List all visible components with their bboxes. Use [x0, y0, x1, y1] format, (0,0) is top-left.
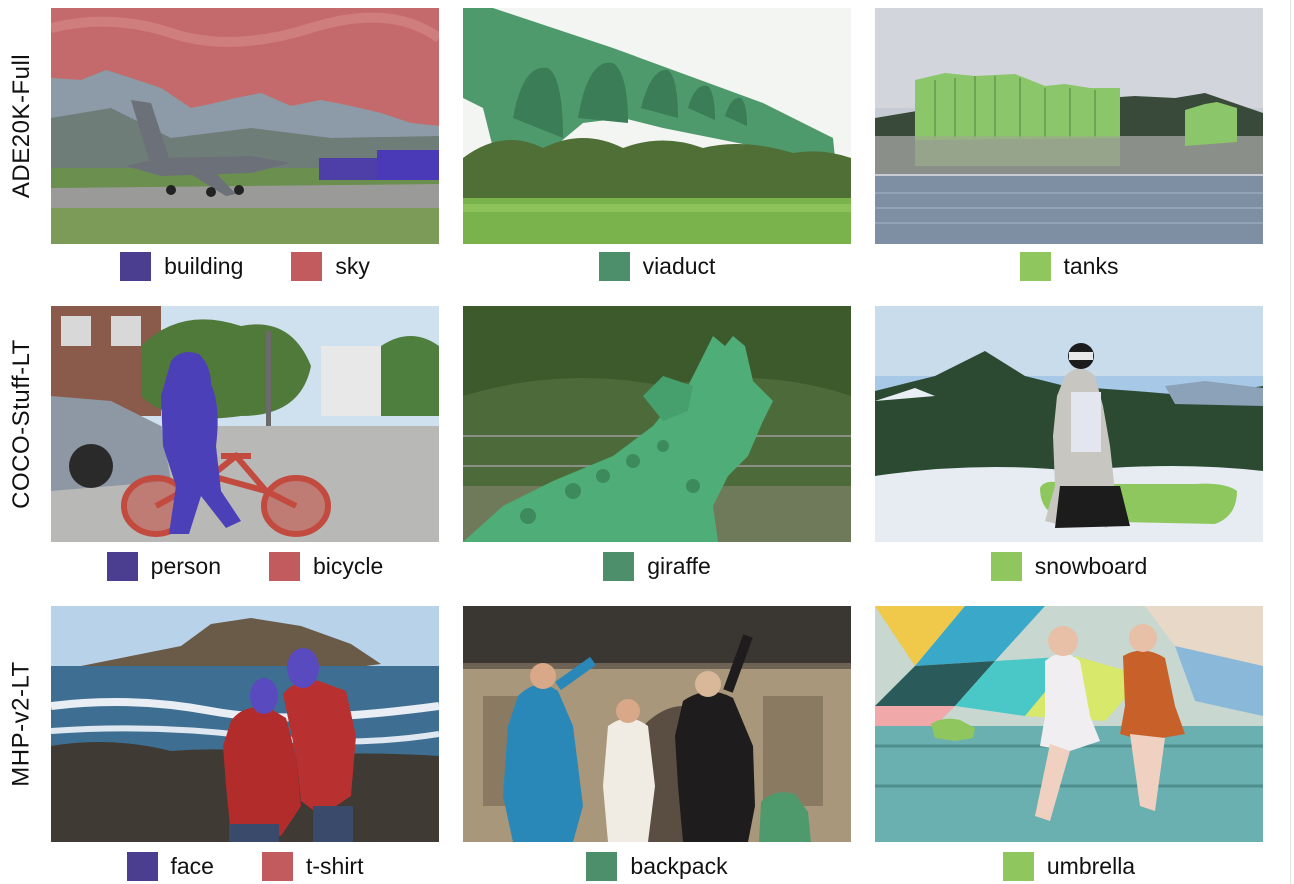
- legend-item-snowboard: snowboard: [990, 551, 1147, 581]
- row-label-ade20k: ADE20K-Full: [8, 53, 35, 199]
- panel-mhp-backpack: [463, 606, 851, 842]
- legend-ade20k-tanks: tanks: [875, 248, 1263, 284]
- swatch-sky: [291, 251, 323, 281]
- tanks-scene-image: [875, 8, 1263, 244]
- panel-ade20k-tanks: [875, 8, 1263, 244]
- panel-coco-snowboard: [875, 306, 1263, 542]
- legend-item-sky: sky: [291, 251, 370, 281]
- legend-item-umbrella: umbrella: [1002, 851, 1135, 881]
- mural-friends-image: [875, 606, 1263, 842]
- legend-mhp-backpack: backpack: [463, 848, 851, 884]
- snowboard-scene-image: [875, 306, 1263, 542]
- row-label-mhp: MHP-v2-LT: [8, 661, 36, 787]
- giraffe-scene-image: [463, 306, 851, 542]
- legend-item-building: building: [120, 251, 243, 281]
- right-border-rule: [1290, 0, 1291, 884]
- panel-mhp-umbrella: [875, 606, 1263, 842]
- swatch-tanks: [1019, 251, 1051, 281]
- swatch-face: [126, 851, 158, 881]
- panel-ade20k-viaduct: [463, 8, 851, 244]
- panel-coco-person-bicycle: [51, 306, 439, 542]
- legend-coco-giraffe: giraffe: [463, 548, 851, 584]
- swatch-building: [120, 251, 152, 281]
- legend-mhp-face-tshirt: face t-shirt: [51, 848, 439, 884]
- legend-coco-person-bicycle: person bicycle: [51, 548, 439, 584]
- panel-coco-giraffe: [463, 306, 851, 542]
- legend-item-face: face: [126, 851, 214, 881]
- legend-coco-snowboard: snowboard: [875, 548, 1263, 584]
- swatch-bicycle: [269, 551, 300, 581]
- beach-couple-image: [51, 606, 439, 842]
- swatch-backpack: [586, 851, 618, 881]
- legend-item-bicycle: bicycle: [269, 551, 383, 581]
- legend-item-backpack: backpack: [586, 851, 728, 881]
- panel-mhp-face-tshirt: [51, 606, 439, 842]
- panel-ade20k-jet: [51, 8, 439, 244]
- legend-item-giraffe: giraffe: [603, 551, 711, 581]
- legend-mhp-umbrella: umbrella: [875, 848, 1263, 884]
- swatch-umbrella: [1002, 851, 1034, 881]
- swatch-viaduct: [598, 251, 630, 281]
- swatch-snowboard: [990, 551, 1022, 581]
- group-pointing-image: [463, 606, 851, 842]
- street-scene-image: [51, 306, 439, 542]
- jet-scene-image: [51, 8, 439, 244]
- legend-ade20k-viaduct: viaduct: [463, 248, 851, 284]
- legend-ade20k-jet: building sky: [51, 248, 439, 284]
- row-label-coco-stuff: COCO-Stuff-LT: [8, 339, 36, 509]
- swatch-giraffe: [603, 551, 635, 581]
- viaduct-scene-image: [463, 8, 851, 244]
- swatch-person: [106, 551, 138, 581]
- legend-item-person: person: [106, 551, 221, 581]
- swatch-tshirt: [261, 851, 293, 881]
- legend-item-tanks: tanks: [1019, 251, 1118, 281]
- legend-item-viaduct: viaduct: [598, 251, 715, 281]
- legend-item-tshirt: t-shirt: [261, 851, 363, 881]
